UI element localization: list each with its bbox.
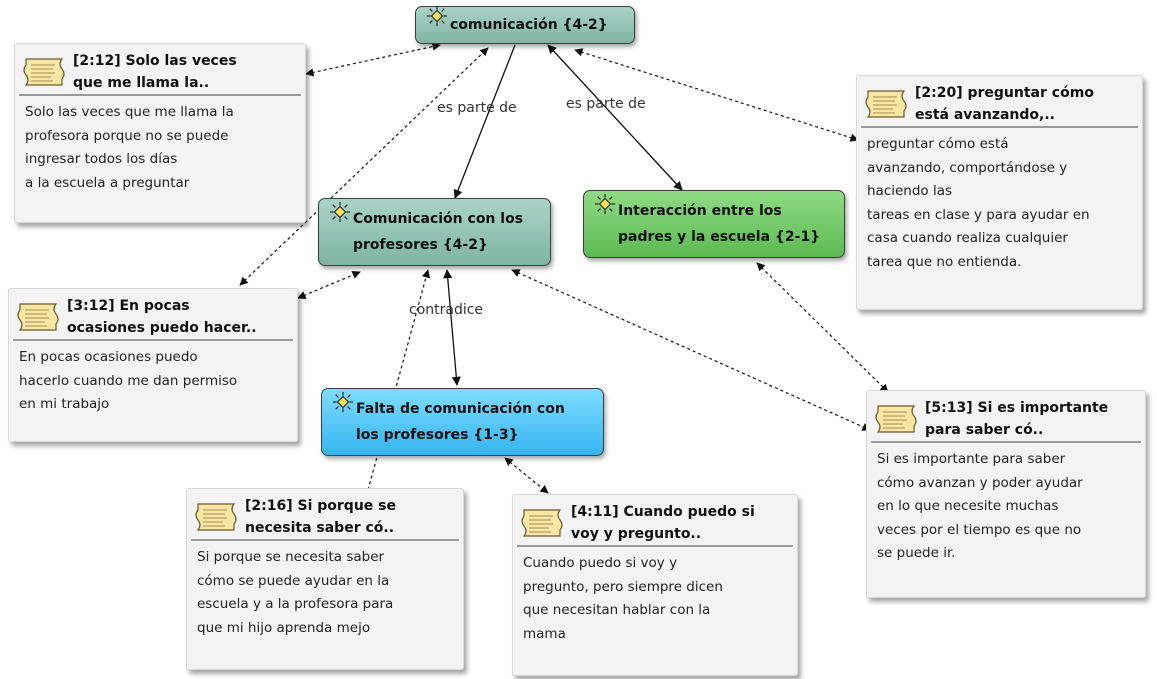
- code-node-interaccion[interactable]: Interacción entre los padres y la escuel…: [583, 190, 845, 258]
- quote-text: preguntar cómo está avanzando, comportán…: [867, 136, 1090, 270]
- quote-node-2-12[interactable]: [2:12] Solo las veces que me llama la.. …: [14, 43, 306, 223]
- quote-divider: [871, 441, 1141, 443]
- quote-divider: [861, 126, 1138, 128]
- quote-node-3-12[interactable]: [3:12] En pocas ocasiones puedo hacer.. …: [8, 288, 298, 442]
- quote-node-2-20[interactable]: [2:20] preguntar cómo está avanzando,.. …: [856, 75, 1143, 310]
- sun-code-icon: [426, 5, 448, 27]
- document-quote-icon: [23, 58, 65, 86]
- quote-divider: [19, 94, 301, 96]
- code-label: Falta de comunicación con los profesores…: [356, 401, 565, 443]
- link-comunicacion-interaccion: [547, 44, 683, 191]
- quote-divider: [517, 545, 793, 547]
- code-label: Comunicación con los profesores {4-2}: [353, 211, 524, 253]
- sun-code-icon: [332, 391, 354, 413]
- code-label: Interacción entre los padres y la escuel…: [618, 203, 821, 245]
- document-quote-icon: [865, 90, 907, 118]
- quote-title: [5:13] Si es importante para saber có..: [925, 400, 1109, 438]
- quote-divider: [13, 339, 293, 341]
- quote-node-2-16[interactable]: [2:16] Si porque se necesita saber có.. …: [186, 488, 464, 670]
- link-comunicacion-profesores: [453, 44, 516, 199]
- document-quote-icon: [17, 303, 59, 331]
- quote-node-4-11[interactable]: [4:11] Cuando puedo si voy y pregunto.. …: [512, 494, 798, 676]
- code-node-comunicacion[interactable]: comunicación {4-2}: [415, 5, 635, 44]
- quote-text: Cuando puedo si voy y pregunto, pero sie…: [523, 555, 723, 642]
- quote-node-5-13[interactable]: [5:13] Si es importante para saber có.. …: [866, 390, 1146, 598]
- link-q2-12: [305, 42, 441, 77]
- quote-title: [2:12] Solo las veces que me llama la..: [73, 53, 237, 91]
- sun-code-icon: [594, 193, 616, 215]
- quote-title: [2:16] Si porque se necesita saber có..: [245, 498, 396, 536]
- link-q5-13-profesores: [511, 269, 871, 431]
- link-q2-20: [574, 48, 859, 142]
- code-node-falta-comunicacion[interactable]: Falta de comunicación con los profesores…: [321, 388, 604, 456]
- quote-divider: [191, 539, 459, 541]
- relation-label-es-parte-de: es parte de: [566, 96, 646, 112]
- code-node-comunicacion-profesores[interactable]: Comunicación con los profesores {4-2}: [318, 198, 551, 266]
- sun-code-icon: [329, 201, 351, 223]
- link-q5-13-interaccion: [756, 262, 889, 393]
- quote-text: Si porque se necesita saber cómo se pued…: [197, 549, 394, 636]
- document-quote-icon: [521, 509, 563, 537]
- relation-label-contradice: contradice: [409, 302, 484, 318]
- code-label: comunicación {4-2}: [450, 17, 608, 33]
- link-q3-12-profesores: [297, 271, 361, 299]
- quote-text: Si es importante para saber cómo avanzan…: [877, 451, 1083, 561]
- quote-title: [3:12] En pocas ocasiones puedo hacer..: [67, 298, 257, 336]
- document-quote-icon: [195, 503, 237, 531]
- link-profesores-falta: [443, 269, 461, 386]
- quote-text: Solo las veces que me llama la profesora…: [25, 104, 234, 191]
- relation-label-es-parte-de: es parte de: [437, 100, 517, 116]
- quote-title: [2:20] preguntar cómo está avanzando,..: [915, 85, 1094, 123]
- quote-text: En pocas ocasiones puedo hacerlo cuando …: [19, 349, 238, 412]
- link-q4-11: [504, 457, 549, 494]
- quote-title: [4:11] Cuando puedo si voy y pregunto..: [571, 504, 755, 542]
- document-quote-icon: [875, 405, 917, 433]
